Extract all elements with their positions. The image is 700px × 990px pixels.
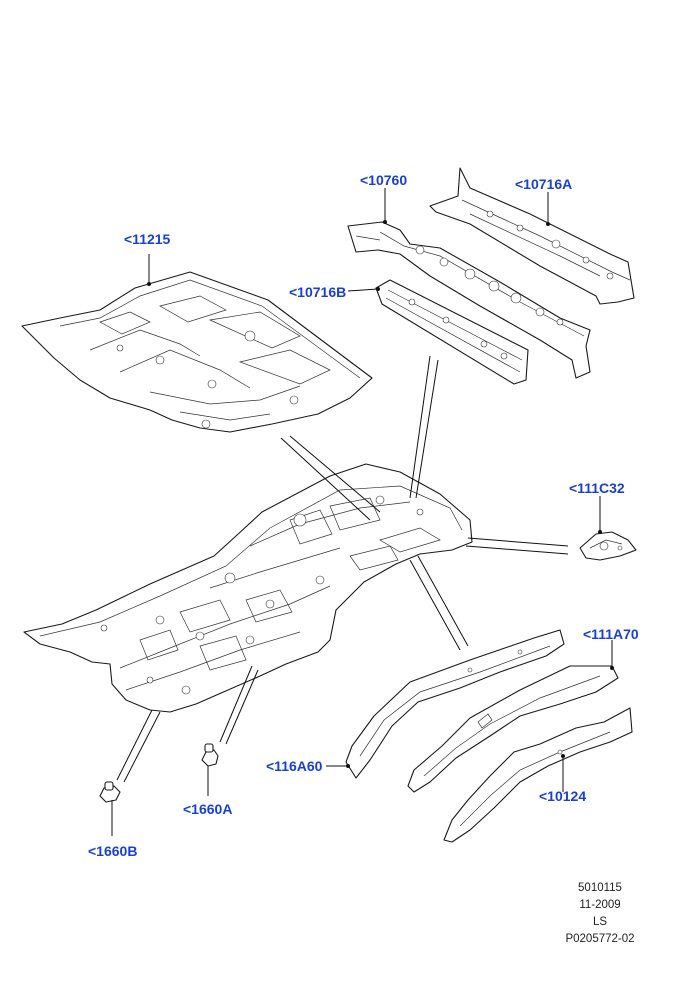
callout-111C32[interactable]: <111C32 — [569, 480, 625, 496]
reference-block: 5010115 11-2009 LS P0205772-02 — [560, 880, 640, 948]
front-floor-panel — [21, 271, 373, 433]
callout-116A60[interactable]: <116A60 — [266, 758, 323, 774]
reference-date: 11-2009 — [579, 899, 621, 911]
callout-111A70[interactable]: <111A70 — [583, 626, 639, 642]
callout-10124[interactable]: <10124 — [539, 788, 587, 804]
callout-11215[interactable]: <11215 — [124, 231, 171, 247]
callout-10760[interactable]: <10760 — [360, 172, 408, 188]
side-member-center — [407, 665, 619, 793]
rear-crossmember-bracket — [347, 221, 591, 379]
grommet-1660B — [99, 781, 121, 803]
callout-10716A[interactable]: <10716A — [515, 176, 573, 192]
side-member-right — [443, 707, 633, 843]
rear-crossmember-upper — [429, 167, 635, 305]
reference-number: 5010115 — [578, 882, 622, 894]
illustration-id: P0205772-02 — [565, 933, 635, 945]
grommet-1660A — [201, 743, 219, 767]
heat-shield-part — [579, 531, 637, 561]
callout-1660B[interactable]: <1660B — [88, 843, 138, 859]
crossmember-lower — [375, 279, 529, 385]
callout-1660A[interactable]: <1660A — [183, 801, 233, 817]
callout-10716B[interactable]: <10716B — [289, 284, 347, 300]
leader-lines — [111, 188, 614, 836]
floor-assembly — [23, 463, 473, 713]
reference-code: LS — [592, 916, 608, 928]
side-member-left — [345, 629, 565, 779]
